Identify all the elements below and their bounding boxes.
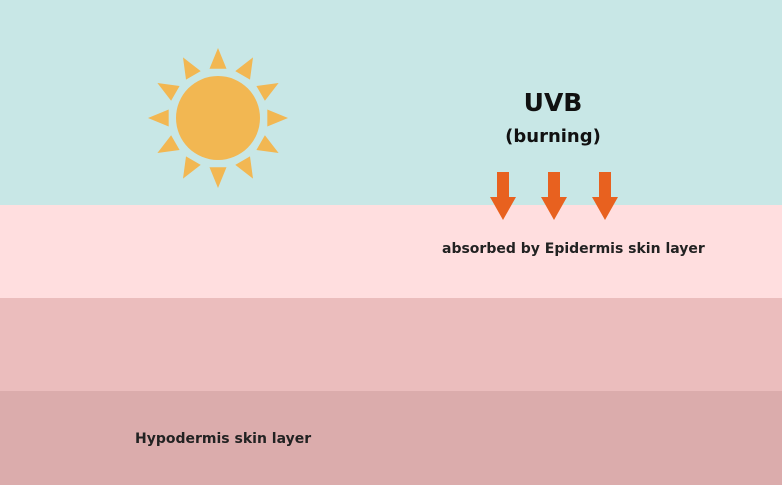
- arrow-down-icon: [592, 172, 618, 220]
- uv-effect-label: (burning): [505, 126, 601, 147]
- sun-ray: [209, 167, 227, 188]
- hypodermis-label: Hypodermis skin layer: [135, 431, 312, 447]
- sun-ray: [267, 109, 288, 127]
- epidermis-label: absorbed by Epidermis skin layer: [442, 241, 705, 257]
- uv-arrows: [490, 172, 618, 220]
- hypodermis-layer: [0, 391, 782, 485]
- dermis-layer: [0, 298, 782, 391]
- sun-ray: [183, 156, 201, 179]
- arrow-down-icon: [490, 172, 516, 220]
- uv-type-label: UVB: [523, 88, 583, 117]
- sun-ray: [256, 135, 279, 153]
- sun-icon: [148, 48, 288, 188]
- sun-ray: [235, 156, 253, 179]
- sun-ray: [235, 57, 253, 80]
- arrow-down-icon: [541, 172, 567, 220]
- sun-ray: [148, 109, 169, 127]
- sun-ray: [209, 48, 227, 69]
- sun-ray: [157, 135, 180, 153]
- epidermis-layer: [0, 205, 782, 298]
- sky-background: [0, 0, 782, 205]
- sun-ray: [183, 57, 201, 80]
- sun-ray: [157, 83, 180, 101]
- sun-ray: [256, 83, 279, 101]
